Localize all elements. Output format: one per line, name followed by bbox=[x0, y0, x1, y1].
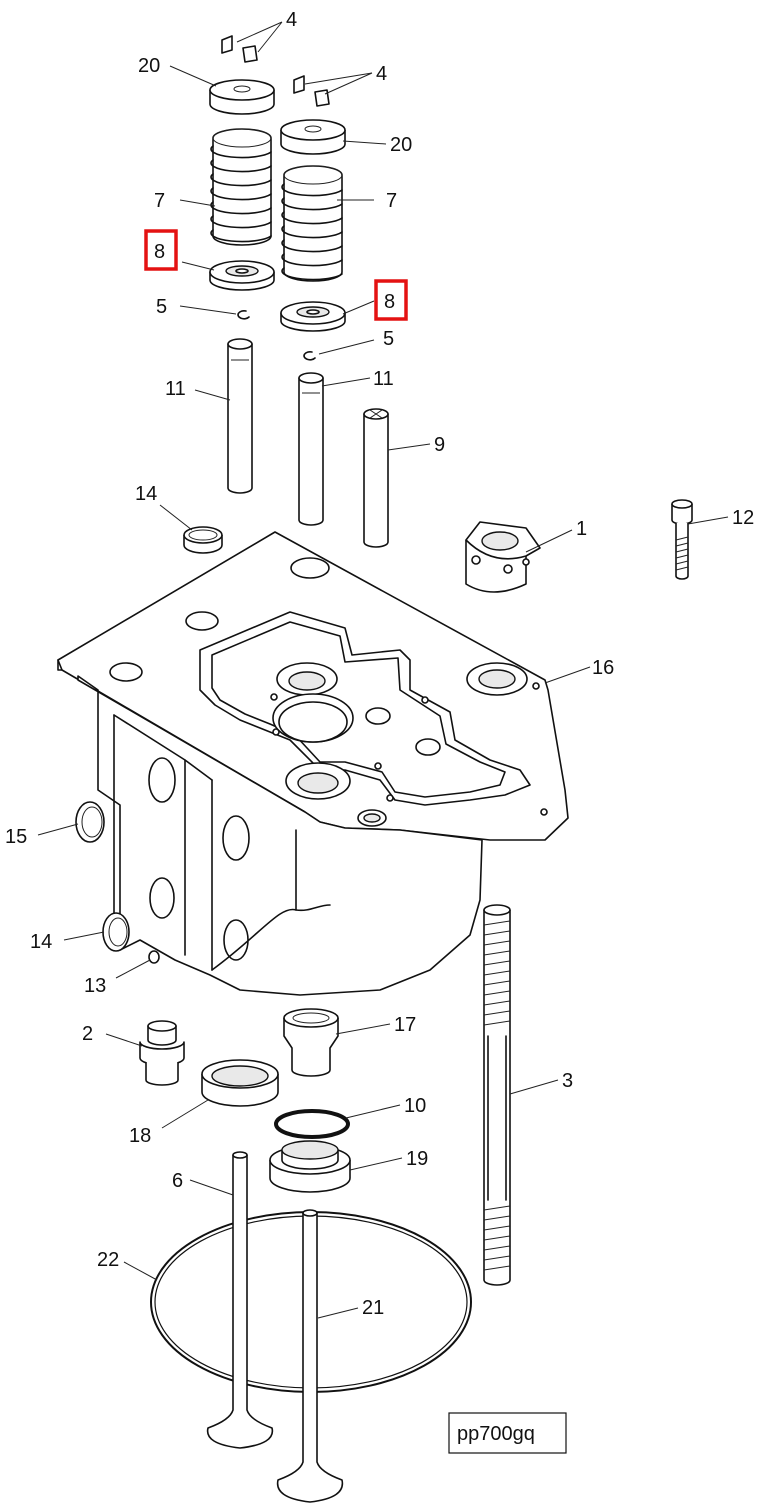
leader-lines bbox=[37, 21, 729, 1319]
callout-15: 15 bbox=[5, 826, 27, 848]
valve-spring-right bbox=[281, 165, 343, 282]
valve-keeper-right bbox=[293, 75, 330, 107]
highlight-box-8-left bbox=[144, 229, 178, 271]
callout-22: 22 bbox=[97, 1249, 119, 1271]
o-ring-10 bbox=[274, 1109, 350, 1139]
callout-11-right: 11 bbox=[373, 368, 394, 390]
callout-1: 1 bbox=[576, 518, 587, 540]
callout-11-left: 11 bbox=[165, 378, 186, 400]
stud bbox=[483, 904, 511, 1286]
image-reference-box: pp700gq bbox=[448, 1412, 567, 1454]
spring-retainer-left bbox=[209, 79, 275, 115]
fitting bbox=[139, 1020, 185, 1086]
callout-20-right: 20 bbox=[390, 134, 412, 156]
callout-5-left: 5 bbox=[156, 296, 167, 318]
callout-14-upper: 14 bbox=[135, 483, 157, 505]
pin-13 bbox=[148, 950, 160, 964]
cylinder-head bbox=[57, 531, 569, 996]
plug-15 bbox=[75, 801, 105, 843]
callout-7-right: 7 bbox=[386, 190, 397, 212]
callout-18: 18 bbox=[129, 1125, 151, 1147]
valve-guide-left bbox=[227, 338, 253, 494]
valve-spring-left bbox=[210, 128, 272, 246]
highlight-box-8-right bbox=[374, 279, 408, 321]
callout-6: 6 bbox=[172, 1170, 183, 1192]
callout-17: 17 bbox=[394, 1014, 416, 1036]
callout-9: 9 bbox=[434, 434, 445, 456]
cap-screw bbox=[671, 499, 693, 580]
plug-14-lower bbox=[102, 912, 130, 952]
callout-20-left: 20 bbox=[138, 55, 160, 77]
callout-10: 10 bbox=[404, 1095, 426, 1117]
callout-14-lower: 14 bbox=[30, 931, 52, 953]
callout-4-upper: 4 bbox=[286, 9, 297, 31]
callout-2: 2 bbox=[82, 1023, 93, 1045]
valve-guide-right bbox=[298, 372, 324, 526]
callout-5-right: 5 bbox=[383, 328, 394, 350]
callout-16: 16 bbox=[592, 657, 614, 679]
valve-6 bbox=[206, 1151, 274, 1449]
callout-12: 12 bbox=[732, 507, 754, 529]
callout-labels: 4 20 4 20 7 7 8 8 5 5 11 11 9 14 1 12 16… bbox=[5, 9, 754, 1319]
snap-ring-left bbox=[237, 309, 250, 320]
image-reference-code: pp700gq bbox=[457, 1423, 535, 1445]
valve-seat-19 bbox=[269, 1140, 351, 1193]
spring-seat-right bbox=[280, 301, 346, 332]
spring-retainer-right bbox=[280, 119, 346, 155]
valve-seat-insert bbox=[201, 1059, 279, 1107]
callout-21: 21 bbox=[362, 1297, 384, 1319]
plug-upper bbox=[183, 526, 223, 554]
injector-sleeve bbox=[283, 1008, 339, 1077]
callout-3: 3 bbox=[562, 1070, 573, 1092]
callout-13: 13 bbox=[84, 975, 106, 997]
callout-19: 19 bbox=[406, 1148, 428, 1170]
callout-4-lower: 4 bbox=[376, 63, 387, 85]
rocker-bushing bbox=[465, 521, 541, 593]
snap-ring-right bbox=[303, 350, 316, 361]
valve-keeper-left bbox=[221, 35, 258, 63]
callout-7-left: 7 bbox=[154, 190, 165, 212]
callout-8-right: 8 bbox=[384, 291, 395, 313]
valve-21 bbox=[276, 1209, 344, 1503]
spring-seat-left bbox=[209, 260, 275, 291]
callout-8-left: 8 bbox=[154, 241, 165, 263]
pushrod-tube bbox=[363, 408, 389, 548]
